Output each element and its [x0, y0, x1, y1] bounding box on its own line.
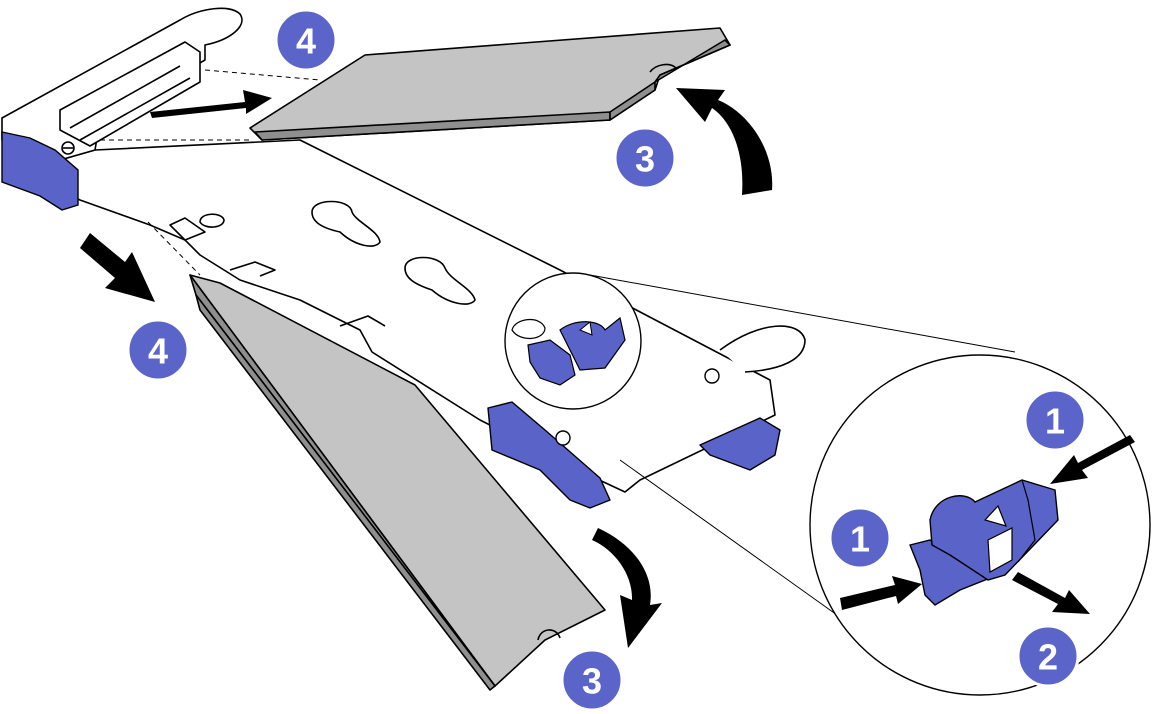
- arrow-icon-zoom-right: [1012, 572, 1090, 614]
- callout-c3-top: 3: [613, 126, 677, 190]
- callout-circle: [828, 506, 892, 570]
- left-connector-bracket: [1, 7, 243, 161]
- top-m2-drive: [249, 27, 731, 141]
- arrow-icon-zoom-left: [840, 576, 922, 610]
- callout-c4-left: 4: [126, 318, 190, 382]
- arrow-icon-zoom-top: [1050, 435, 1135, 484]
- callout-number: 1: [850, 519, 870, 560]
- callout-c2-zoom: 2: [1016, 624, 1080, 688]
- callout-circle: [560, 648, 624, 712]
- zoom-projection-lines: [589, 274, 1016, 636]
- top-alignment-lines: [100, 69, 321, 141]
- callout-number: 4: [148, 331, 168, 372]
- arrow-icon-down-left: [80, 233, 155, 302]
- callout-layer: 4 3 4 3 1 1 2: [126, 8, 1087, 712]
- bottom-m2-drive: [189, 274, 606, 691]
- callout-c4-top: 4: [274, 8, 338, 72]
- board-retainer-clip: [487, 368, 781, 509]
- arrows: [80, 88, 1135, 648]
- arrow-icon-curved-top: [676, 88, 773, 195]
- callout-circle: [1016, 624, 1080, 688]
- callout-c1-zoom-top: 1: [1023, 388, 1087, 452]
- callout-c3-bottom: 3: [560, 648, 624, 712]
- bottom-alignment-lines: [147, 221, 201, 276]
- callout-number: 4: [296, 21, 316, 62]
- callout-number: 3: [582, 661, 602, 702]
- callout-c1-zoom-left: 1: [828, 506, 892, 570]
- callout-circle: [274, 8, 338, 72]
- callout-number: 3: [635, 139, 655, 180]
- callout-circle: [1023, 388, 1087, 452]
- left-blue-retainer: [1, 131, 79, 211]
- callout-circle: [613, 126, 677, 190]
- arrow-icon-curved-bottom: [592, 528, 662, 648]
- arrow-icon-top-right: [150, 90, 272, 118]
- callout-number: 1: [1045, 401, 1065, 442]
- callout-circle: [126, 318, 190, 382]
- small-zoom-circle: [504, 272, 642, 410]
- callout-number: 2: [1038, 637, 1058, 678]
